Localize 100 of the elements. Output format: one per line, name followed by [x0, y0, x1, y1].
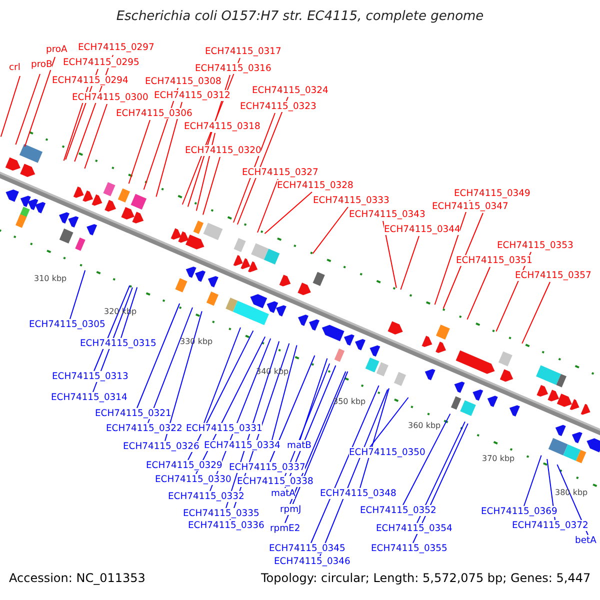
gene-label: ECH74115_0294 [52, 75, 128, 86]
gene-label: ECH74115_0337 [229, 462, 306, 473]
leader-line [300, 358, 328, 440]
leader-line [434, 200, 470, 306]
leader-line [204, 327, 241, 424]
scale-label: 370 kbp [482, 453, 515, 464]
leader-line [148, 307, 193, 424]
gene-label: ECH74115_0321 [95, 408, 172, 419]
gene-label: ECH74115_0329 [146, 460, 222, 471]
leader-line [290, 371, 346, 504]
gene-label: ECH74115_0347 [432, 201, 508, 212]
gene-label: ECH74115_0315 [80, 338, 156, 349]
map-title: Escherichia coli O157:H7 str. EC4115, complete genome [115, 9, 485, 24]
leader-line [272, 344, 298, 440]
gene-label: ECH74115_0353 [497, 240, 574, 251]
gene-label: ECH74115_0332 [168, 491, 244, 502]
gene-label: ECH74115_0318 [184, 121, 260, 132]
gene-label: ECH74115_0351 [456, 255, 532, 266]
gene-label: ECH74115_0300 [72, 92, 148, 103]
leader-line [312, 206, 348, 254]
accession-text: Accession: NC_011353 [9, 573, 146, 584]
gene-label: ECH74115_0357 [515, 270, 592, 281]
leader-line [136, 303, 180, 408]
leader-line [15, 74, 40, 146]
gene-label: ECH74115_0345 [269, 543, 346, 554]
gene-label: ECH74115_0320 [185, 145, 262, 156]
gene-label: ECH74115_0335 [183, 508, 260, 519]
gene-label: ECH74115_0330 [155, 474, 232, 485]
scale-label: 310 kbp [34, 273, 67, 284]
leader-line [70, 270, 86, 320]
gene-label: ECH74115_0331 [186, 423, 262, 434]
leader-line [196, 132, 216, 212]
leader-line [0, 76, 20, 138]
gene-label: ECH74115_0354 [376, 523, 452, 534]
gene-label: ECH74115_0323 [240, 101, 316, 112]
leader-line [257, 178, 278, 233]
leader-line [270, 355, 316, 462]
gene-label: ECH74115_0349 [454, 188, 530, 199]
gene-label: ECH74115_0350 [349, 447, 426, 458]
leader-line [284, 371, 348, 524]
gene-label: ECH74115_0372 [512, 520, 588, 531]
genome-summary-text: Topology: circular; Length: 5,572,075 bp; Genes: 5,447 [261, 573, 591, 584]
leader-line [360, 388, 390, 488]
leader-line [522, 282, 550, 344]
gene-label: ECH74115_0306 [116, 108, 192, 119]
gene-label: ECH74115_0317 [205, 46, 282, 57]
gene-label: rpmE2 [270, 523, 300, 534]
leader-line [156, 102, 182, 198]
gene-label: ECH74115_0343 [349, 209, 426, 220]
scale-label: 360 kbp [408, 420, 441, 431]
gene-label: ECH74115_0346 [274, 556, 350, 567]
gene-label: ECH74115_0295 [63, 57, 140, 68]
gene-label: ECH74115_0328 [277, 180, 354, 191]
leader-line [233, 112, 276, 223]
leader-line [466, 266, 490, 320]
gene-label: ECH74115_0305 [29, 319, 106, 330]
gene-label: ECH74115_0348 [320, 488, 396, 499]
gene-label: ECH74115_0308 [145, 76, 222, 87]
gene-label: ECH74115_0313 [52, 371, 128, 382]
gene-label: ECH74115_0333 [313, 195, 390, 206]
leader-line [416, 421, 466, 524]
gene-label: betA [575, 535, 596, 546]
gene-label: ECH74115_0314 [51, 392, 128, 403]
gene-label: ECH74115_0312 [154, 90, 230, 101]
gene-label: matB [287, 440, 312, 451]
gene-label: ECH74115_0334 [204, 440, 280, 451]
gene-label: ECH74115_0336 [188, 520, 264, 531]
leader-line [264, 192, 312, 234]
leader-line [84, 104, 108, 170]
gene-label: proB [31, 59, 52, 70]
leader-line [120, 286, 138, 338]
leader-line [402, 413, 451, 506]
gene-label: ECH74115_0316 [195, 63, 272, 74]
leader-line [370, 397, 409, 448]
gene-label: ECH74115_0322 [106, 423, 182, 434]
gene-label: proA [46, 44, 68, 55]
gene-label: ECH74115_0327 [242, 167, 318, 178]
gene-label: ECH74115_0352 [360, 505, 436, 516]
gene-label: rpmJ [280, 504, 302, 515]
leader-line [400, 236, 420, 290]
gene-label: ECH74115_0355 [371, 543, 448, 554]
leader-line [94, 285, 130, 372]
gene-label: ECH74115_0338 [237, 476, 314, 487]
leader-line [556, 464, 588, 536]
gene-label: ECH74115_0297 [78, 42, 154, 53]
leader-line [128, 120, 150, 184]
leader-line [310, 385, 380, 544]
gene-label: matA [271, 488, 296, 499]
leader-line [164, 310, 202, 442]
scale-label: 380 kbp [555, 487, 588, 498]
gene-label: ECH74115_0344 [384, 224, 460, 235]
leader-line [442, 212, 484, 309]
gene-label: ECH74115_0369 [481, 506, 558, 517]
gene-label: ECH74115_0326 [123, 441, 200, 452]
leader-line [524, 454, 542, 506]
leader-line [24, 56, 56, 148]
leader-line [202, 156, 220, 216]
leader-line [382, 220, 397, 288]
gene-label: crl [9, 62, 20, 73]
gene-label: ECH74115_0324 [252, 85, 328, 96]
